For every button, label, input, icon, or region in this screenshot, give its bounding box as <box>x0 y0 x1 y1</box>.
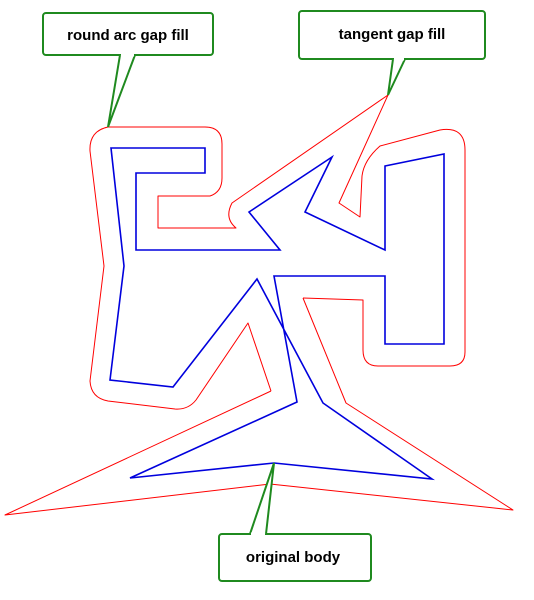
callout-original-pointer <box>249 462 275 535</box>
offset-outline-left <box>89 126 272 410</box>
offset-outline-star <box>4 297 514 516</box>
callout-tangent: tangent gap fill <box>298 10 486 96</box>
callout-tangent-pointer <box>387 58 406 96</box>
offset-outline-group <box>4 94 514 516</box>
offset-outline-upper <box>108 94 466 367</box>
callout-original-label: original body <box>246 549 341 566</box>
callout-round-arc-pointer <box>107 54 136 128</box>
callout-round-arc-label: round arc gap fill <box>67 27 189 44</box>
original-body-outline <box>109 147 445 481</box>
callout-round-arc: round arc gap fill <box>42 12 214 128</box>
callout-original-body: original body <box>218 462 372 582</box>
callout-original-box <box>218 533 372 582</box>
callout-tangent-label: tangent gap fill <box>339 26 446 43</box>
